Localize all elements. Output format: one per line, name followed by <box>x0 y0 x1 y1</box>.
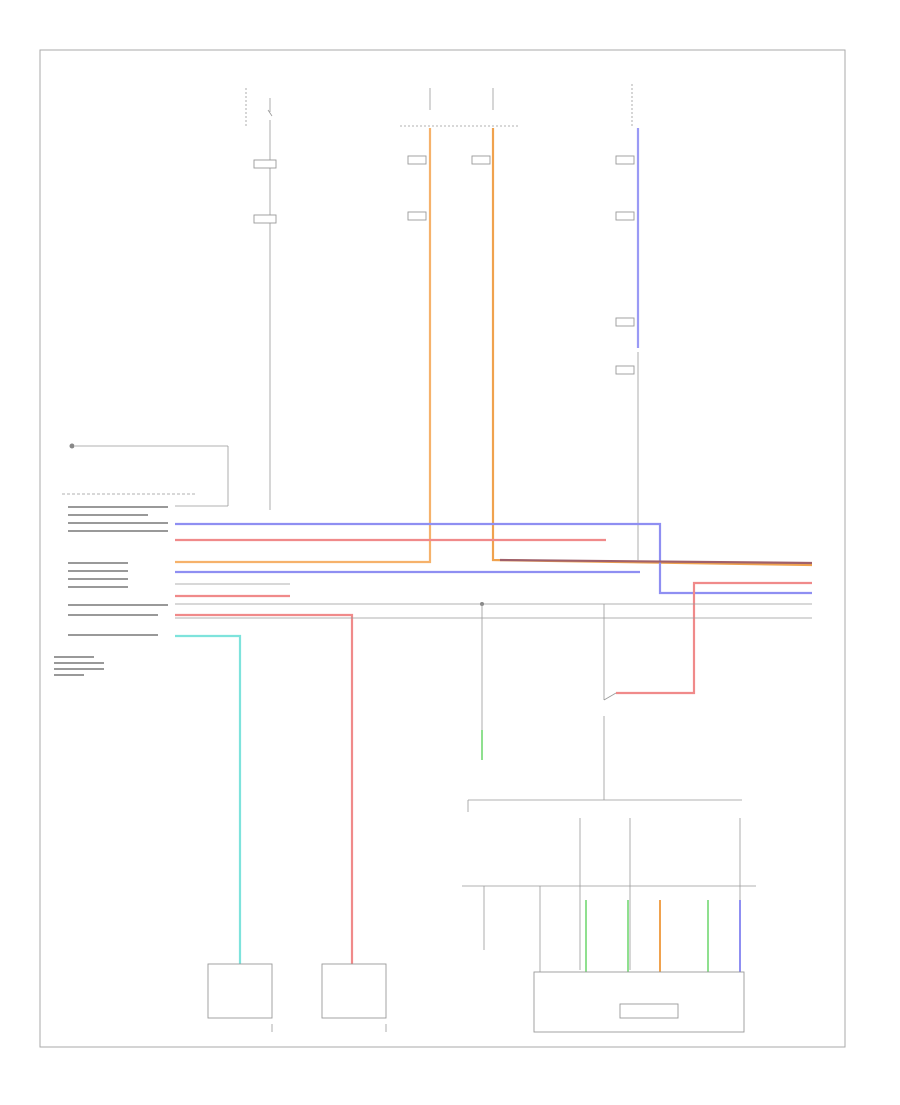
wire-gray-1 <box>175 583 812 619</box>
fuse-block-middle <box>400 88 520 221</box>
wire-red-right <box>616 581 812 695</box>
switch-network <box>467 602 742 812</box>
fuse-block-left <box>245 88 277 510</box>
diagram-frame <box>39 49 846 1048</box>
fuse-block-right <box>615 84 639 560</box>
wire-cyan <box>175 634 242 970</box>
wire-red-3 <box>175 613 354 970</box>
wire-orange-left <box>175 128 432 564</box>
sensor-left <box>207 963 273 1032</box>
wire-orange-right <box>491 128 813 567</box>
wire-darkred <box>499 558 813 565</box>
bottom-module <box>462 818 756 1033</box>
control-module <box>54 443 229 676</box>
wire-blue-1 <box>175 522 812 595</box>
sensor-right <box>321 963 387 1032</box>
